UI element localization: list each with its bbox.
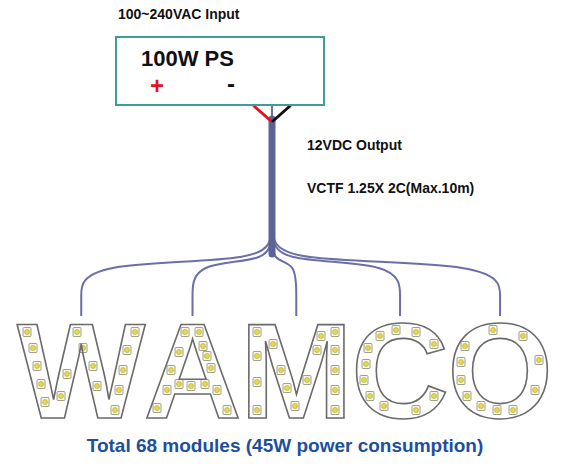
- node-label: A: [143, 318, 241, 424]
- caption: Total 68 modules (45W power consumption): [0, 435, 570, 458]
- input-label: 100~240VAC Input: [118, 6, 240, 23]
- branch-wire: [272, 106, 296, 316]
- node-label: W: [17, 318, 145, 424]
- led-letter: W: [17, 318, 145, 424]
- led-letter: M: [240, 318, 353, 424]
- node-label: C: [351, 318, 449, 424]
- branch-wire: [193, 106, 272, 316]
- node-label: 100W PS: [141, 46, 234, 71]
- output-label: 12VDC Output: [307, 137, 402, 154]
- cable: [269, 119, 276, 254]
- led-letter: C: [351, 318, 449, 424]
- positive-wire: [254, 106, 271, 121]
- terminal-sign: +: [150, 72, 164, 100]
- node-label: M: [240, 318, 353, 424]
- terminal-sign: -: [227, 70, 235, 98]
- power-supply-box: 100W PS+ -: [115, 36, 325, 106]
- negative-wire: [273, 106, 290, 121]
- node-label: O: [447, 318, 553, 424]
- led-letter: O: [447, 318, 553, 424]
- branch-wire: [272, 106, 500, 316]
- branch-wire: [81, 106, 272, 316]
- led-letter: A: [143, 318, 241, 424]
- output-label: VCTF 1.25X 2C(Max.10m): [307, 180, 474, 197]
